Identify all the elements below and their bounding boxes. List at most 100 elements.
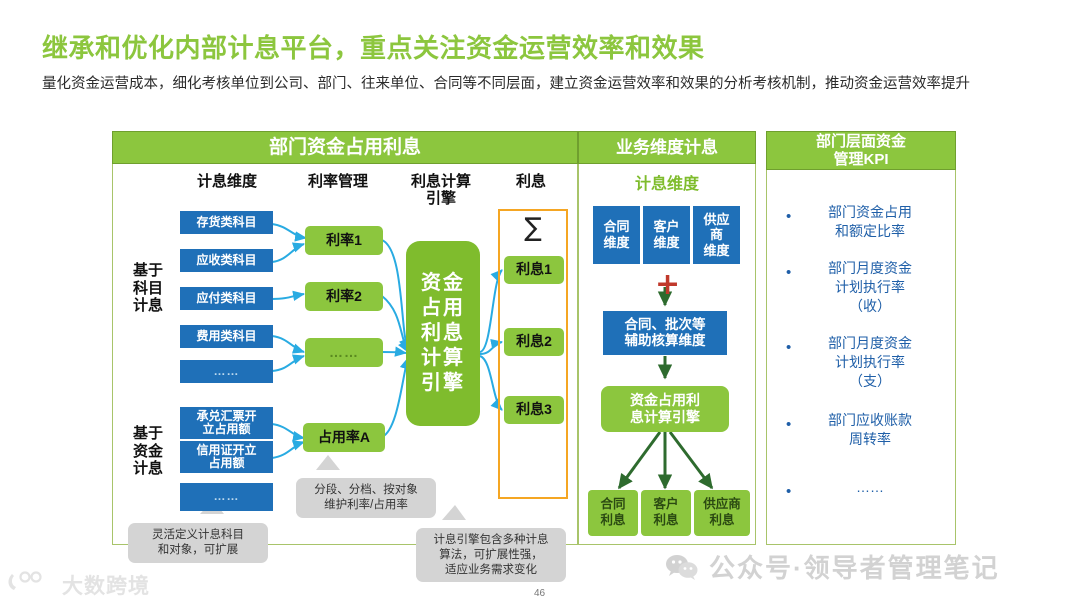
engine-line5: 引擎	[421, 372, 465, 394]
kpi-bullet-0: •	[786, 209, 791, 224]
interest-item-1-label: 利息2	[516, 333, 552, 350]
rate-item-2[interactable]: ……	[305, 338, 383, 367]
kpi-panel-header-line2: 管理KPI	[833, 150, 889, 168]
biz-aux-dimension[interactable]: 合同、批次等 辅助核算维度	[603, 311, 727, 355]
subject-item-2[interactable]: 应付类科目	[180, 287, 273, 310]
kpi-bullet-4: •	[786, 484, 791, 499]
group-label-fund: 基于 资金 计息	[126, 425, 170, 478]
biz-output-1-line2: 利息	[653, 513, 679, 527]
biz-dimension-0-line1: 合同	[603, 219, 630, 235]
kpi-item-2-line2: 计划执行率	[835, 354, 905, 370]
rate-item-1[interactable]: 利率2	[305, 282, 383, 311]
subject-item-1-label: 应收类科目	[196, 252, 257, 267]
col-title-rate-mgmt: 利率管理	[288, 173, 388, 191]
biz-output-0-line2: 利息	[600, 513, 626, 527]
kpi-bullet-2-symbol: •	[786, 339, 792, 356]
dept-panel-header-label: 部门资金占用利息	[268, 136, 421, 158]
col-title-engine: 利息计算 引擎	[396, 173, 486, 207]
callout-subjects-line1: 灵活定义计息科目	[152, 529, 244, 541]
fund-item-0[interactable]: 承兑汇票开 立占用额	[180, 407, 273, 439]
kpi-item-4-line1: ……	[856, 479, 884, 495]
kpi-bullet-3: •	[786, 417, 791, 432]
rate-item-3-label: 占用率A	[317, 428, 371, 445]
subject-item-1[interactable]: 应收类科目	[180, 249, 273, 272]
kpi-bullet-4-symbol: •	[786, 483, 792, 500]
biz-output-2[interactable]: 供应商 利息	[694, 490, 750, 536]
engine-line1: 资金	[421, 272, 465, 294]
biz-output-1[interactable]: 客户 利息	[641, 490, 691, 536]
col-title-dimension: 计息维度	[172, 173, 282, 191]
kpi-panel-header: 部门层面资金 管理KPI	[766, 131, 956, 170]
subject-item-3[interactable]: 费用类科目	[180, 325, 273, 348]
rate-item-0[interactable]: 利率1	[305, 226, 383, 255]
biz-dimension-1-line2: 维度	[653, 235, 680, 250]
interest-item-2-label: 利息3	[516, 401, 552, 418]
kpi-item-1-line3: （收）	[849, 298, 891, 314]
business-panel-header: 业务维度计息	[578, 131, 756, 164]
fund-item-1-line1: 信用证开立	[196, 442, 257, 457]
fund-item-2[interactable]: ……	[180, 483, 273, 511]
callout-subjects: 灵活定义计息科目 和对象，可扩展	[128, 523, 268, 563]
callout-engine-line3: 适应业务需求变化	[445, 563, 537, 576]
biz-dimension-2-line3: 维度	[703, 242, 730, 258]
biz-output-0-line1: 合同	[600, 497, 626, 512]
page-number: 46	[534, 588, 546, 599]
col-title-rate-mgmt-label: 利率管理	[307, 173, 368, 190]
kpi-item-4: ……	[805, 478, 935, 497]
biz-dimension-2-line1: 供应	[703, 211, 730, 227]
group-label-subject-line2: 科目	[132, 279, 163, 297]
kpi-bullet-0-symbol: •	[786, 208, 792, 225]
biz-dimension-2[interactable]: 供应 商 维度	[693, 206, 740, 264]
fund-item-0-line2: 立占用额	[202, 422, 251, 436]
group-label-fund-line2: 资金	[132, 442, 163, 460]
fund-item-1-line2: 占用额	[208, 456, 245, 470]
biz-output-0[interactable]: 合同 利息	[588, 490, 638, 536]
group-label-subject: 基于 科目 计息	[126, 262, 170, 315]
kpi-item-0-line2: 和额定比率	[835, 223, 905, 239]
interest-item-1[interactable]: 利息2	[504, 328, 564, 356]
biz-output-2-line1: 供应商	[703, 497, 741, 512]
rate-item-3[interactable]: 占用率A	[303, 423, 385, 452]
group-label-fund-line1: 基于	[132, 425, 163, 442]
biz-dimension-1[interactable]: 客户 维度	[643, 206, 690, 264]
interest-sum-frame	[498, 209, 568, 499]
kpi-item-0-line1: 部门资金占用	[828, 204, 912, 220]
subject-item-0[interactable]: 存货类科目	[180, 211, 273, 234]
callout-rates-line1: 分段、分档、按对象	[314, 484, 418, 496]
interest-calc-engine[interactable]: 资金 占用 利息 计算 引擎	[406, 241, 480, 426]
plus-symbol: +	[655, 267, 681, 302]
page-subtitle: 量化资金运营成本，细化考核单位到公司、部门、往来单位、合同等不同层面，建立资金运…	[42, 76, 970, 92]
subject-item-0-label: 存货类科目	[196, 214, 257, 229]
subject-item-4-label: ……	[213, 363, 240, 378]
group-label-fund-line3: 计息	[132, 460, 163, 478]
callout-engine-line1: 计息引擎包含多种计息	[433, 533, 549, 546]
interest-item-0-label: 利息1	[516, 261, 552, 278]
biz-section-title-label: 计息维度	[634, 176, 699, 193]
subject-item-3-label: 费用类科目	[196, 328, 257, 343]
biz-aux-dimension-line2: 辅助核算维度	[624, 333, 706, 348]
col-title-dimension-label: 计息维度	[196, 173, 257, 190]
engine-line3: 利息	[421, 322, 465, 344]
col-title-engine-line2: 引擎	[425, 189, 456, 207]
biz-dimension-1-line1: 客户	[653, 219, 680, 235]
kpi-bullet-1-symbol: •	[786, 264, 792, 281]
biz-dimension-0[interactable]: 合同 维度	[593, 206, 640, 264]
fund-item-1[interactable]: 信用证开立 占用额	[180, 441, 273, 473]
plus-icon: +	[655, 270, 680, 300]
biz-dimension-2-line2: 商	[709, 227, 723, 243]
rate-item-0-label: 利率1	[326, 231, 362, 248]
kpi-bullet-1: •	[786, 265, 791, 280]
col-title-interest: 利息	[496, 173, 566, 191]
kpi-item-2-line1: 部门月度资金	[828, 335, 912, 351]
kpi-item-1: 部门月度资金 计划执行率 （收）	[805, 259, 935, 316]
kpi-panel-frame	[766, 131, 956, 545]
kpi-item-3: 部门应收账款 周转率	[805, 411, 935, 449]
interest-item-0[interactable]: 利息1	[504, 256, 564, 284]
callout-subjects-line2: 和对象，可扩展	[157, 544, 239, 556]
biz-calc-engine[interactable]: 资金占用利 息计算引擎	[601, 386, 729, 432]
rate-item-1-label: 利率2	[326, 287, 362, 304]
interest-item-2[interactable]: 利息3	[504, 396, 564, 424]
sigma-icon: ∑	[498, 213, 568, 243]
subject-item-4[interactable]: ……	[180, 360, 273, 383]
